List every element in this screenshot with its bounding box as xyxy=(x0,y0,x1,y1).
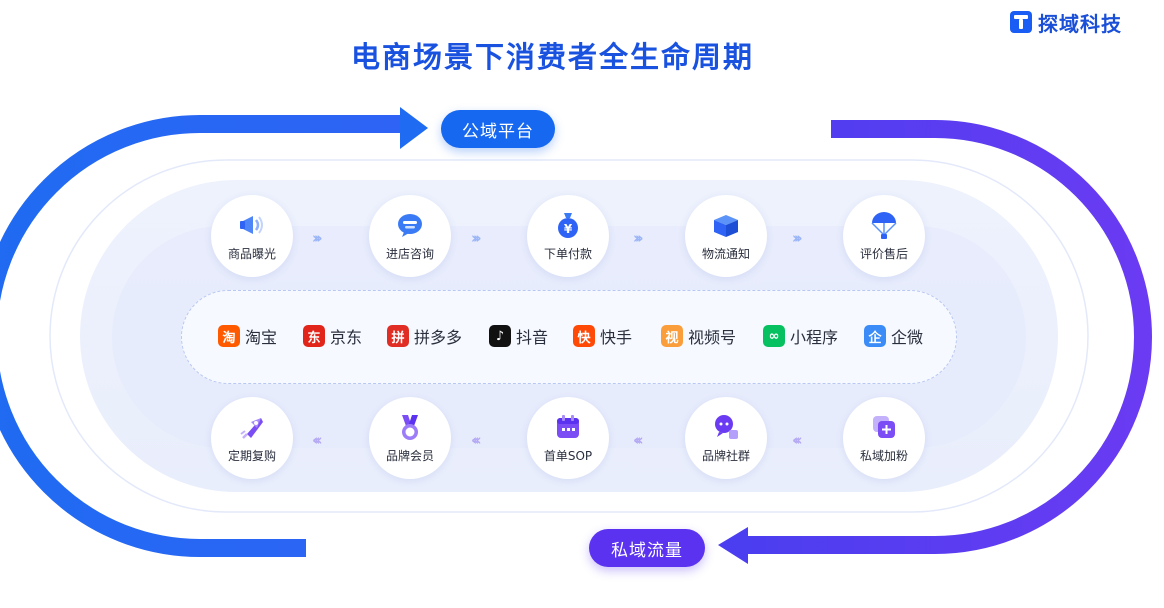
platform-label: 小程序 xyxy=(790,328,839,347)
stage-order-payment: ¥ 下单付款 xyxy=(527,195,609,277)
platform-label: 企微 xyxy=(891,328,924,347)
platform-wecom: 企 企微 xyxy=(864,324,923,348)
platform-pinduoduo: 拼 拼多多 xyxy=(387,324,462,348)
platform-bar xyxy=(181,290,957,384)
private-arrow-head xyxy=(718,527,748,564)
rocket-icon xyxy=(235,412,269,442)
megaphone-icon xyxy=(235,210,269,240)
private-domain-pill: 私域流量 xyxy=(589,529,705,567)
wecom-logo-icon: 企 xyxy=(864,325,886,347)
platform-kuaishou: 快 快手 xyxy=(573,324,632,348)
stage-logistics-notice: 物流通知 xyxy=(685,195,767,277)
platform-label: 淘宝 xyxy=(245,328,278,347)
brand-mark-icon xyxy=(1010,11,1032,33)
brand-logo: 探域科技 xyxy=(1010,9,1122,36)
stage-label: 物流通知 xyxy=(701,247,750,261)
kuaishou-logo-icon: 快 xyxy=(573,325,595,347)
stage-label: 首单SOP xyxy=(543,449,593,463)
stage-label: 评价售后 xyxy=(859,247,908,261)
jd-logo-icon: 东 xyxy=(303,325,325,347)
stage-label: 品牌社群 xyxy=(701,449,750,463)
stage-label: 下单付款 xyxy=(543,247,592,261)
stage-store-inquiry: 进店咨询 xyxy=(369,195,451,277)
flow-chevrons-right: ››› xyxy=(312,229,322,247)
stage-label: 定期复购 xyxy=(227,449,276,463)
group-chat-icon xyxy=(709,412,743,442)
platform-label: 视频号 xyxy=(688,328,737,347)
svg-text:¥: ¥ xyxy=(564,222,573,236)
flow-chevrons-right: ››› xyxy=(633,229,643,247)
chat-bubble-icon xyxy=(393,210,427,240)
public-arrow-head xyxy=(400,107,428,149)
mini-program-logo-icon: ∞ xyxy=(763,325,785,347)
calendar-icon xyxy=(551,412,585,442)
stage-brand-community: 品牌社群 xyxy=(685,397,767,479)
flow-chevrons-right: ››› xyxy=(792,229,802,247)
platform-mini-program: ∞ 小程序 xyxy=(763,324,838,348)
flow-chevrons-left: ‹‹‹ xyxy=(633,431,643,449)
platform-label: 京东 xyxy=(330,328,363,347)
flow-chevrons-left: ‹‹‹ xyxy=(312,431,322,449)
public-arc xyxy=(0,115,402,557)
flow-chevrons-left: ‹‹‹ xyxy=(792,431,802,449)
stage-first-order-sop: 首单SOP xyxy=(527,397,609,479)
diagram-title: 电商场景下消费者全生命周期 xyxy=(350,40,754,74)
stage-review-aftersales: 评价售后 xyxy=(843,195,925,277)
pinduoduo-logo-icon: 拼 xyxy=(387,325,409,347)
stage-label: 私域加粉 xyxy=(859,449,908,463)
stage-label: 进店咨询 xyxy=(385,247,434,261)
brand-name: 探域科技 xyxy=(1038,11,1122,36)
stage-brand-member: 品牌会员 xyxy=(369,397,451,479)
package-box-icon xyxy=(709,210,743,240)
stage-label: 品牌会员 xyxy=(385,449,434,463)
platform-channels: 视 视频号 xyxy=(661,324,736,348)
flow-chevrons-left: ‹‹‹ xyxy=(471,431,481,449)
platform-label: 快手 xyxy=(600,328,633,347)
add-fan-icon xyxy=(867,412,901,442)
platform-douyin: ♪ 抖音 xyxy=(489,324,548,348)
flow-chevrons-right: ››› xyxy=(471,229,481,247)
private-arc xyxy=(746,120,1152,554)
channels-logo-icon: 视 xyxy=(661,325,683,347)
money-bag-icon: ¥ xyxy=(551,210,585,240)
platform-label: 抖音 xyxy=(516,328,549,347)
platform-jd: 东 京东 xyxy=(303,324,362,348)
stage-repurchase: 定期复购 xyxy=(211,397,293,479)
parachute-icon xyxy=(867,210,901,240)
medal-icon xyxy=(393,412,427,442)
stage-product-exposure: 商品曝光 xyxy=(211,195,293,277)
stage-private-add-fans: 私域加粉 xyxy=(843,397,925,479)
stage-label: 商品曝光 xyxy=(227,247,276,261)
taobao-logo-icon: 淘 xyxy=(218,325,240,347)
douyin-logo-icon: ♪ xyxy=(489,325,511,347)
public-domain-pill: 公域平台 xyxy=(441,110,555,148)
platform-label: 拼多多 xyxy=(414,328,463,347)
platform-taobao: 淘 淘宝 xyxy=(218,324,277,348)
